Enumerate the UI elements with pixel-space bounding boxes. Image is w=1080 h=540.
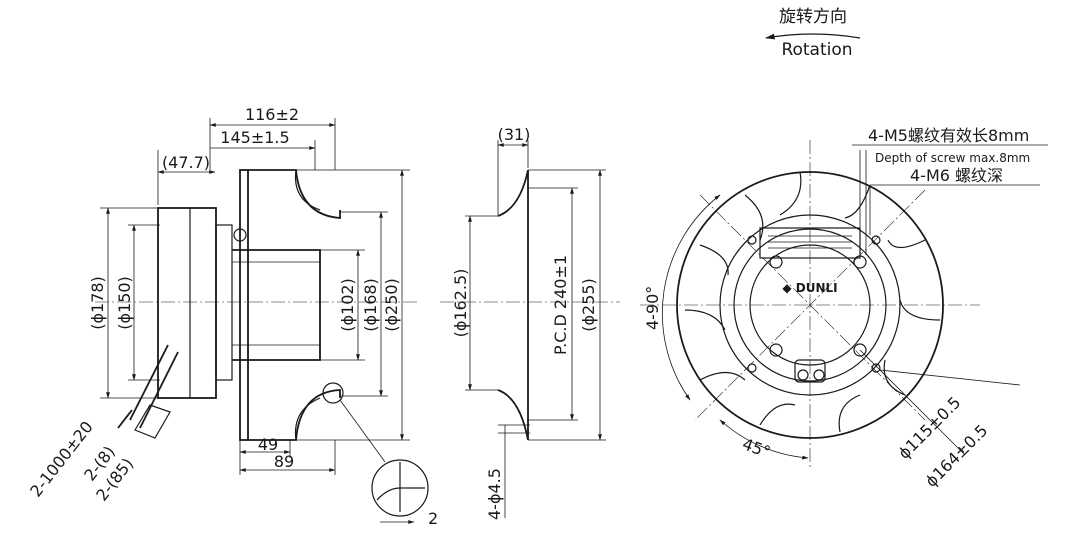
blade-3 [684, 309, 726, 331]
blade-4 [699, 371, 746, 381]
dim-phi178: (ϕ178) [88, 276, 107, 330]
dim-holes: 4-ϕ4.5 [485, 468, 504, 520]
hub-ring-inner [749, 244, 871, 366]
screw-holes [747, 235, 881, 373]
ring-profile [497, 169, 529, 441]
detail-content [376, 462, 425, 512]
dim-phi168: (ϕ168) [361, 278, 380, 332]
brand-logo: ◆ DUNLI [782, 281, 837, 295]
note-m5-en: Depth of screw max.8mm [875, 151, 1030, 165]
detail-marker [322, 382, 344, 404]
front-diagonal-1 [699, 194, 926, 421]
dim-phi255: (ϕ255) [579, 278, 598, 332]
motor-body [157, 207, 217, 399]
mount-hole-4 [871, 363, 881, 373]
top-bolt [233, 228, 247, 242]
dim-angle-45-arc [719, 419, 809, 460]
dim-47: (47.7) [162, 153, 210, 172]
motor-flange [215, 224, 233, 381]
mount-hole-2 [871, 235, 881, 245]
blade-10 [844, 184, 871, 219]
cable-2 [139, 351, 179, 429]
outer-ring [676, 171, 944, 439]
screw-hole-3 [769, 343, 783, 357]
dim-49: 49 [258, 435, 278, 454]
dim-angle-45: 45° [740, 434, 773, 462]
impeller-blades [684, 171, 941, 433]
dim-angle-90: 4-90° [643, 286, 662, 330]
cable-1 [129, 344, 169, 421]
impeller-blade-bottom [248, 389, 341, 441]
dim-phi250: (ϕ250) [382, 278, 401, 332]
dim-89: 89 [274, 452, 294, 471]
blade-11 [779, 171, 802, 216]
screw-hole-4 [853, 343, 867, 357]
mount-hole-1 [747, 235, 757, 245]
dim-phi102: (ϕ102) [338, 278, 357, 332]
rotation-label-cn: 旋转方向 [779, 7, 847, 27]
note-m6: 4-M6 螺纹深 [910, 166, 1003, 185]
dim-31: (31) [498, 125, 531, 144]
hub-ring-mid [733, 228, 887, 382]
mount-hole-3 [747, 363, 757, 373]
blade-curve-bottom [294, 397, 321, 441]
side-view: 116±2 145±1.5 (47.7) (ϕ178) (ϕ150) (ϕ102… [26, 105, 438, 528]
blade-9 [887, 239, 926, 249]
dim-2: 2 [428, 509, 438, 528]
blade-6 [838, 394, 861, 433]
blade-8 [899, 299, 941, 321]
terminal-grille [768, 235, 852, 249]
blade-curve-top [294, 169, 321, 211]
impeller-blade-top [248, 169, 341, 219]
cable-clamp [134, 404, 171, 439]
detail-circle [371, 459, 429, 517]
detail-leader [339, 399, 386, 463]
note-m5: 4-M5螺纹有效长8mm [868, 126, 1029, 145]
dim-pcd: P.C.D 240±1 [551, 255, 570, 355]
blade-7 [883, 359, 906, 396]
blade-1 [744, 194, 764, 241]
front-diagonal-2 [694, 189, 926, 421]
impeller-backplate [239, 169, 249, 441]
inlet-ring-view: (31) (ϕ162.5) P.C.D 240±1 (ϕ255) 4-ϕ4.5 [440, 125, 620, 520]
screw-hole-1 [769, 255, 783, 269]
dim-phi162: (ϕ162.5) [451, 269, 470, 338]
rotation-arrow [765, 33, 861, 40]
dim-116: 116±2 [245, 105, 299, 124]
dim-115-leader [859, 349, 966, 456]
rotation-label-en: Rotation [781, 40, 852, 60]
cable-end [117, 409, 133, 429]
dim-164-leader [879, 369, 1021, 386]
cable-gland-1 [797, 369, 809, 381]
rotation-indicator: 旋转方向 Rotation [765, 7, 861, 60]
blade-2 [699, 244, 729, 276]
dim-cable-length: 2-1000±20 [26, 417, 97, 500]
cable-outlet [794, 359, 826, 383]
hub [232, 249, 321, 361]
dim-145: 145±1.5 [220, 128, 289, 147]
dim-phi150: (ϕ150) [115, 276, 134, 330]
front-view: ◆ DUNLI 4-M5螺纹有效长8mm Depth of screw max.… [640, 126, 1048, 491]
screw-hole-2 [853, 255, 867, 269]
blade-5 [759, 403, 796, 426]
cable-gland-2 [813, 369, 825, 381]
dim-angle-90-arc [661, 194, 721, 401]
